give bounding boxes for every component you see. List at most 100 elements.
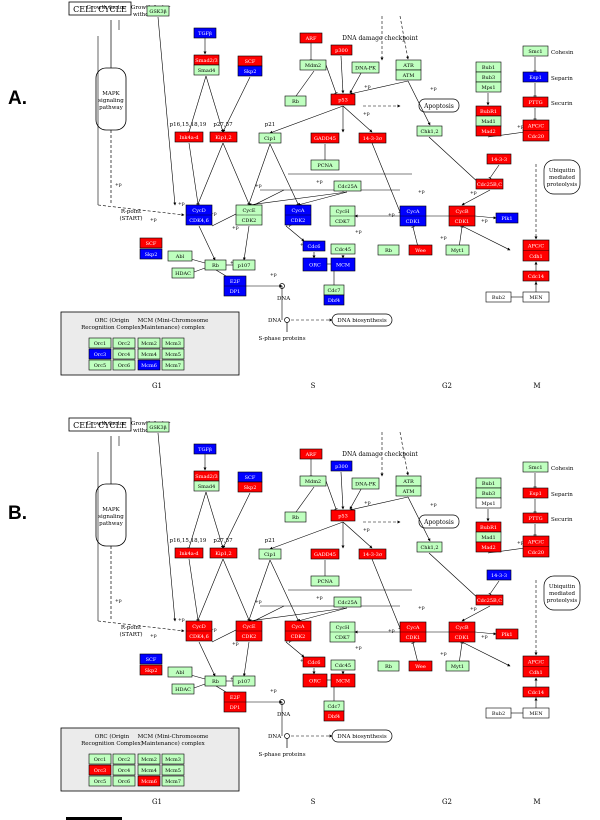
gene-label: Bub3	[482, 75, 495, 81]
gene-node-smc1: Smc1	[522, 461, 549, 473]
gene-label: Cdc14	[528, 274, 544, 280]
growth-factor-label: Growth factor	[86, 5, 125, 11]
gene-node-bubr1: BubR1	[475, 521, 502, 533]
sphase-proteins-label: S-phase proteins	[258, 752, 305, 758]
gene-node-orc5: Orc5	[88, 359, 112, 371]
gene-label: Smad2/3	[195, 474, 217, 480]
gene-label: Mdm2	[305, 63, 321, 69]
phase-label-g1: G1	[152, 382, 162, 390]
gene-label: Rb	[212, 263, 219, 269]
mcm-complex-label: MCM (Mini-Chromosome	[138, 733, 209, 740]
mapk-pathway-label: signaling	[98, 514, 124, 520]
phosphorylation-mark: +p	[150, 633, 157, 639]
gene-node-gsk3b: GSK3β	[146, 421, 170, 433]
gene-node-1433: 14-3-3	[486, 569, 512, 581]
gene-label: Mcm3	[165, 341, 181, 347]
gene-label: Mad1	[481, 535, 495, 541]
gene-label: Mcm3	[165, 757, 181, 763]
gene-node-skp2b: Skp2	[139, 248, 163, 260]
gene-label: Cip1	[264, 552, 276, 558]
gene-label: Mcm4	[141, 352, 157, 358]
cohesin-label: Cohesin	[551, 466, 574, 472]
gene-node-atm: ATM	[395, 485, 422, 497]
gene-label: MCM	[336, 263, 350, 269]
gene-label: APC/C	[527, 659, 544, 665]
gene-node-gadd45: GADD45	[310, 132, 340, 144]
phosphorylation-mark: +p	[255, 599, 262, 605]
phosphorylation-mark: +p	[418, 189, 425, 195]
gene-node-bub3: Bub3	[475, 71, 502, 83]
panel-a-letter: A.	[8, 88, 27, 109]
gene-node-mad1: Mad1	[475, 531, 502, 543]
gene-node-tgfb: TGFβ	[193, 443, 217, 455]
gene-node-atm: ATM	[395, 69, 422, 81]
rpoint-label: R-point	[121, 625, 142, 631]
gene-label: 14-3-3σ	[363, 552, 383, 558]
phosphorylation-mark: +p	[270, 688, 277, 694]
mapk-pathway-label: pathway	[99, 521, 124, 527]
mcm-complex-label: MCM (Mini-Chromosome	[138, 317, 209, 324]
gene-label: APC/C	[527, 243, 544, 249]
gene-node-ink4: Ink4a-d	[174, 547, 204, 559]
gene-node-hdac: HDAC	[171, 267, 195, 279]
gene-node-smad23: Smad2/3	[193, 54, 220, 66]
gene-node-orc6: Orc6	[112, 775, 136, 787]
gene-label: SCF	[146, 657, 157, 663]
gene-label: CDK1	[406, 219, 421, 225]
gene-label: p107	[238, 263, 251, 269]
gene-label: Chk1,2	[420, 129, 438, 135]
phosphorylation-mark: +p	[470, 606, 477, 612]
gene-node-mcm6: Mcm6	[137, 775, 161, 787]
gene-label: E2F	[230, 279, 241, 285]
gene-label: Kip1,2	[215, 551, 232, 557]
gene-label: Bub1	[482, 481, 495, 487]
gene-node-skp2a: Skp2	[237, 481, 263, 493]
gene-label: Esp1	[529, 75, 542, 81]
diagram-title-box	[68, 417, 132, 432]
gene-label: Cdc20	[528, 550, 544, 556]
gene-label: p300	[335, 48, 348, 54]
gene-label: Mad2	[481, 545, 495, 551]
gene-label: DNA-PK	[355, 482, 376, 488]
gene-label: ATR	[402, 479, 414, 485]
gene-label: CycH	[336, 209, 350, 215]
phase-label-s: S	[311, 798, 316, 806]
phosphorylation-mark: +p	[388, 628, 395, 634]
gene-node-p300: p300	[330, 44, 353, 56]
ubiquitin-label: mediated	[549, 175, 575, 181]
phosphorylation-mark: +p	[470, 190, 477, 196]
gene-node-cdc6: Cdc6	[302, 656, 326, 668]
gene-label: Wee	[415, 248, 426, 254]
gene-label: Mcm6	[141, 779, 157, 785]
gene-node-atr: ATR	[395, 59, 422, 71]
gene-node-dbf4: Dbf4	[323, 294, 345, 306]
phosphorylation-mark: +p	[517, 124, 524, 130]
gene-node-chk12: Chk1,2	[416, 125, 443, 137]
gene-node-myt1: Myt1	[445, 660, 470, 672]
gene-label: Wee	[415, 664, 426, 670]
gene-node-orc1: Orc1	[88, 753, 112, 765]
gene-label: Esp1	[529, 491, 542, 497]
phosphorylation-mark: +p	[355, 645, 362, 651]
phosphorylation-mark: +p	[430, 502, 437, 508]
gene-label: GSK3β	[149, 9, 166, 15]
gene-node-dnapk: DNA-PK	[351, 61, 380, 74]
gene-label: CycB	[455, 625, 468, 631]
gene-node-orc6: Orc6	[112, 359, 136, 371]
gene-label: Cdc25A	[338, 600, 358, 606]
mcm-complex-label-2: Maintenance) complex	[141, 324, 205, 331]
gene-node-1433s: 14-3-3σ	[358, 548, 387, 560]
gene-node-gsk3b: GSK3β	[146, 5, 170, 17]
gene-node-plk1: Plk1	[495, 628, 519, 640]
gene-label: Bub3	[482, 491, 495, 497]
gene-node-orc: ORC	[302, 673, 328, 688]
gene-label: Bub2	[492, 711, 505, 717]
gene-label: Myt1	[451, 664, 464, 670]
gene-node-rb3: Rb	[377, 244, 400, 256]
gene-label: E2F	[230, 695, 241, 701]
